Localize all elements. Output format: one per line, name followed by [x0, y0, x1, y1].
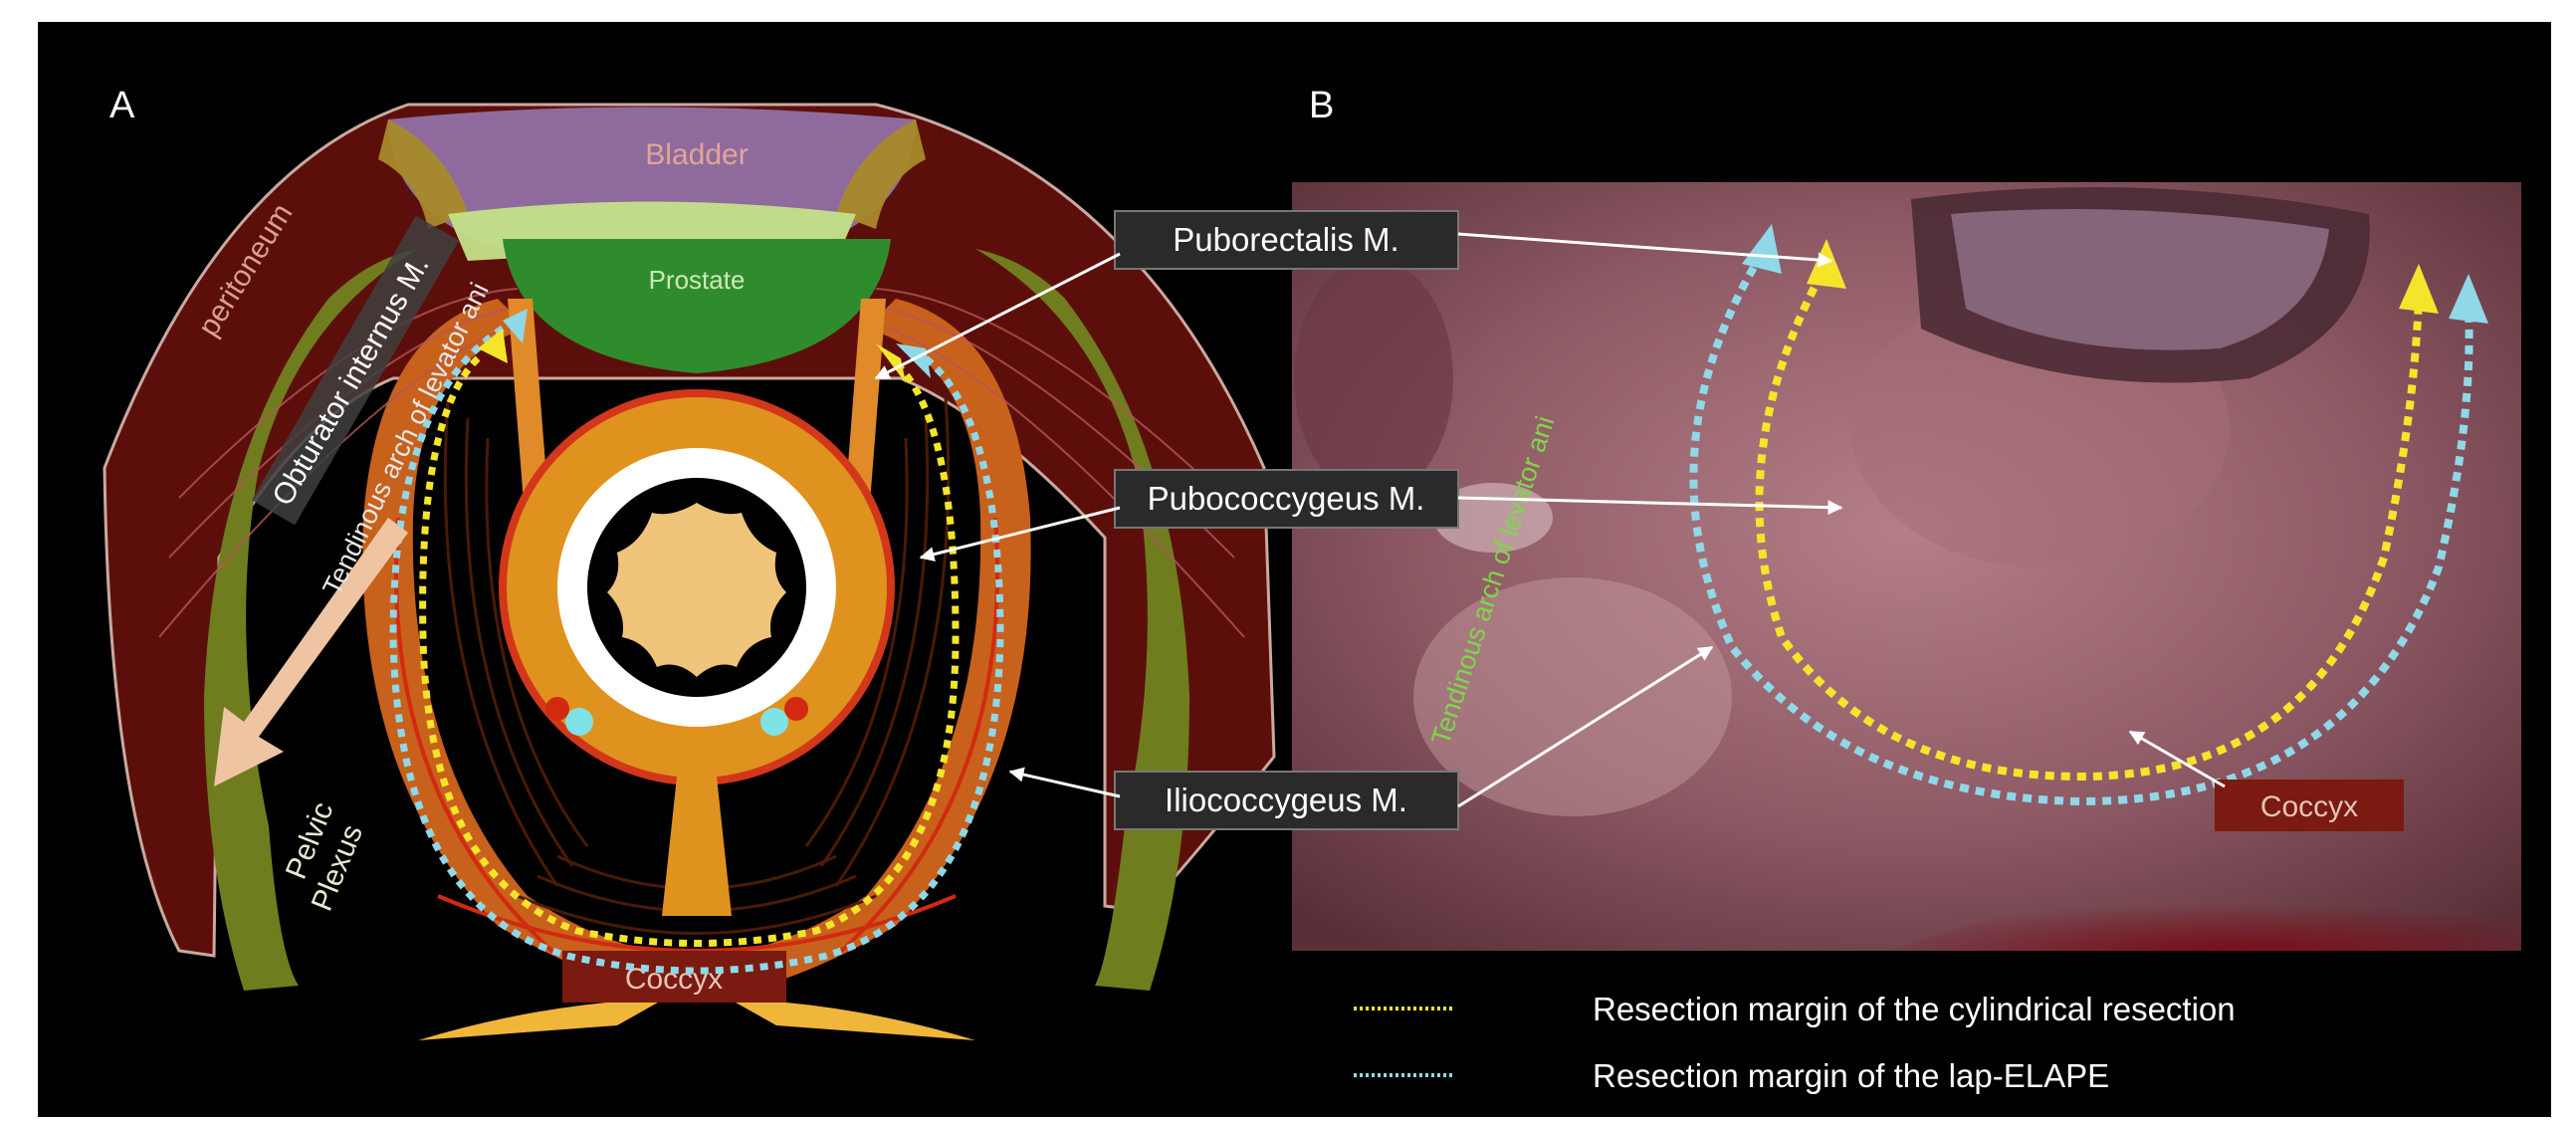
vessel-right [760, 708, 788, 736]
coccyx-label-b: Coccyx [2260, 790, 2358, 823]
vessel-left-outer [545, 697, 569, 721]
puborectalis-label: Puborectalis M. [1173, 221, 1398, 258]
panel-b-letter: B [1309, 85, 1334, 126]
panel-b-photo: B Tendinous arch of levator ani Coccyx [1292, 85, 2521, 951]
iliococcygeus-label: Iliococcygeus M. [1165, 782, 1407, 818]
legend-elape-label: Resection margin of the lap-ELAPE [1593, 1057, 2109, 1094]
photo-tissue-1 [1294, 259, 1453, 498]
legend-cylindrical-label: Resection margin of the cylindrical rese… [1593, 991, 2236, 1027]
pubococcygeus-label: Pubococcygeus M. [1148, 480, 1425, 517]
panel-a-letter: A [109, 85, 135, 126]
bladder-label: Bladder [645, 138, 748, 171]
vessel-left [565, 708, 593, 736]
vessel-right-outer [784, 697, 808, 721]
prostate-label: Prostate [649, 265, 746, 295]
